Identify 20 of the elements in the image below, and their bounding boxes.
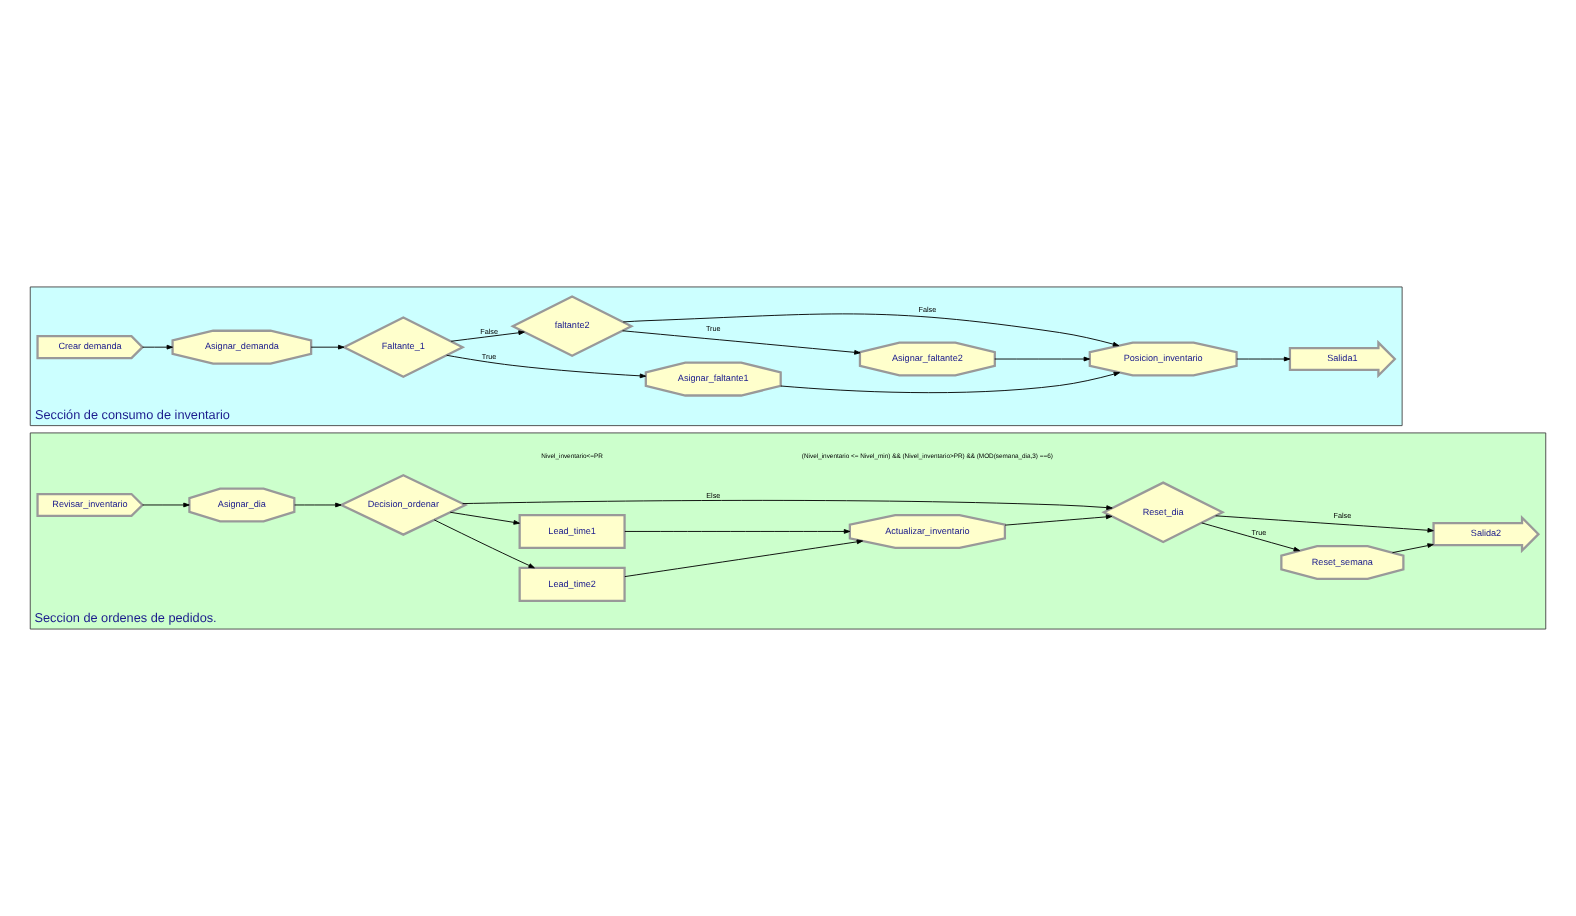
arrow — [450, 330, 525, 342]
arrow — [624, 539, 864, 578]
arrow — [1236, 356, 1291, 362]
arrow — [994, 356, 1090, 362]
arrow — [142, 502, 190, 508]
arrow — [1392, 543, 1434, 554]
arrow — [1004, 514, 1113, 526]
arrow — [780, 371, 1120, 394]
arrow — [462, 499, 1113, 510]
arrow — [446, 354, 647, 379]
arrow — [294, 502, 342, 508]
arrow — [1201, 522, 1300, 552]
arrow — [1215, 515, 1434, 533]
arrow — [624, 529, 851, 534]
arrow — [622, 313, 1120, 347]
arrow — [449, 511, 520, 525]
arrow — [142, 344, 173, 350]
arrow — [310, 344, 345, 350]
arrow — [433, 519, 535, 569]
arrow — [622, 330, 861, 355]
